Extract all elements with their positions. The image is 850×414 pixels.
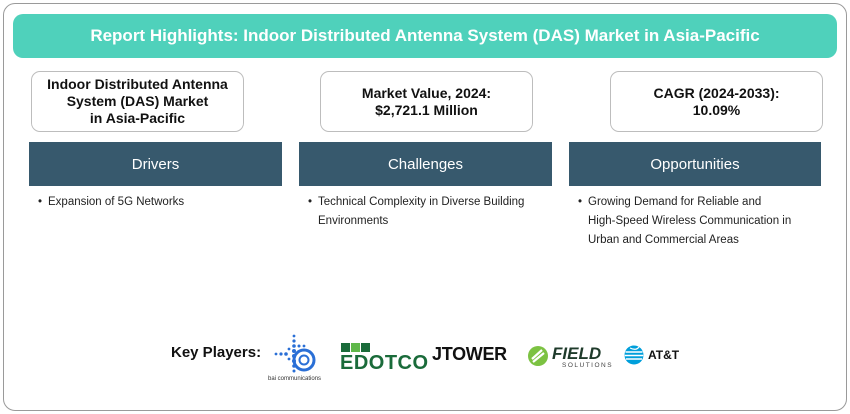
field-logo-text: FIELD (552, 344, 602, 363)
list-item: • Expansion of 5G Networks (38, 193, 278, 212)
att-logo-text: AT&T (648, 348, 680, 362)
opportunities-item-text: Growing Demand for Reliable and High-Spe… (588, 196, 792, 246)
bai-logo: bai communications (268, 332, 326, 386)
list-item: • Growing Demand for Reliable and High-S… (578, 193, 823, 250)
bai-logo-text: bai communications (268, 376, 322, 382)
drivers-list: • Expansion of 5G Networks (38, 193, 278, 212)
bai-logo-icon (274, 334, 316, 373)
key-players-label: Key Players: (171, 344, 262, 361)
cagr-text: CAGR (2024-2033): 10.09% (653, 84, 780, 118)
banner-title: Report Highlights: Indoor Distributed An… (90, 26, 760, 45)
edotco-logo: EDOTCO (340, 343, 428, 374)
challenges-list: • Technical Complexity in Diverse Buildi… (308, 193, 548, 231)
opportunities-header: Opportunities (569, 142, 821, 186)
bullet-icon: • (578, 196, 583, 208)
list-item: • Technical Complexity in Diverse Buildi… (308, 193, 548, 231)
att-logo: AT&T (624, 345, 684, 369)
edotco-logo-icon (341, 343, 370, 352)
challenges-item-text: Technical Complexity in Diverse Building… (318, 196, 525, 227)
opportunities-list: • Growing Demand for Reliable and High-S… (578, 193, 823, 250)
att-globe-icon (624, 345, 644, 365)
drivers-title: Drivers (131, 155, 180, 173)
drivers-item-text: Expansion of 5G Networks (48, 196, 185, 208)
challenges-title: Challenges (387, 155, 464, 173)
market-name-text: Indoor Distributed Antenna System (DAS) … (47, 76, 228, 126)
drivers-header: Drivers (29, 142, 282, 186)
market-name-box: Indoor Distributed Antenna System (DAS) … (31, 71, 244, 132)
field-logo: FIELD SOLUTIONS (527, 344, 612, 372)
challenges-header: Challenges (299, 142, 552, 186)
market-value-box: Market Value, 2024: $2,721.1 Million (320, 71, 533, 132)
edotco-logo-text: EDOTCO (340, 352, 429, 374)
market-value-text: Market Value, 2024: $2,721.1 Million (361, 84, 492, 118)
field-leaf-icon (528, 346, 548, 366)
cagr-box: CAGR (2024-2033): 10.09% (610, 71, 823, 132)
report-banner: Report Highlights: Indoor Distributed An… (13, 14, 837, 58)
bullet-icon: • (38, 196, 43, 208)
bullet-icon: • (308, 196, 313, 208)
field-logo-subtitle: SOLUTIONS (562, 362, 614, 369)
jtower-logo: JTOWER (432, 344, 507, 364)
opportunities-title: Opportunities (650, 155, 740, 173)
